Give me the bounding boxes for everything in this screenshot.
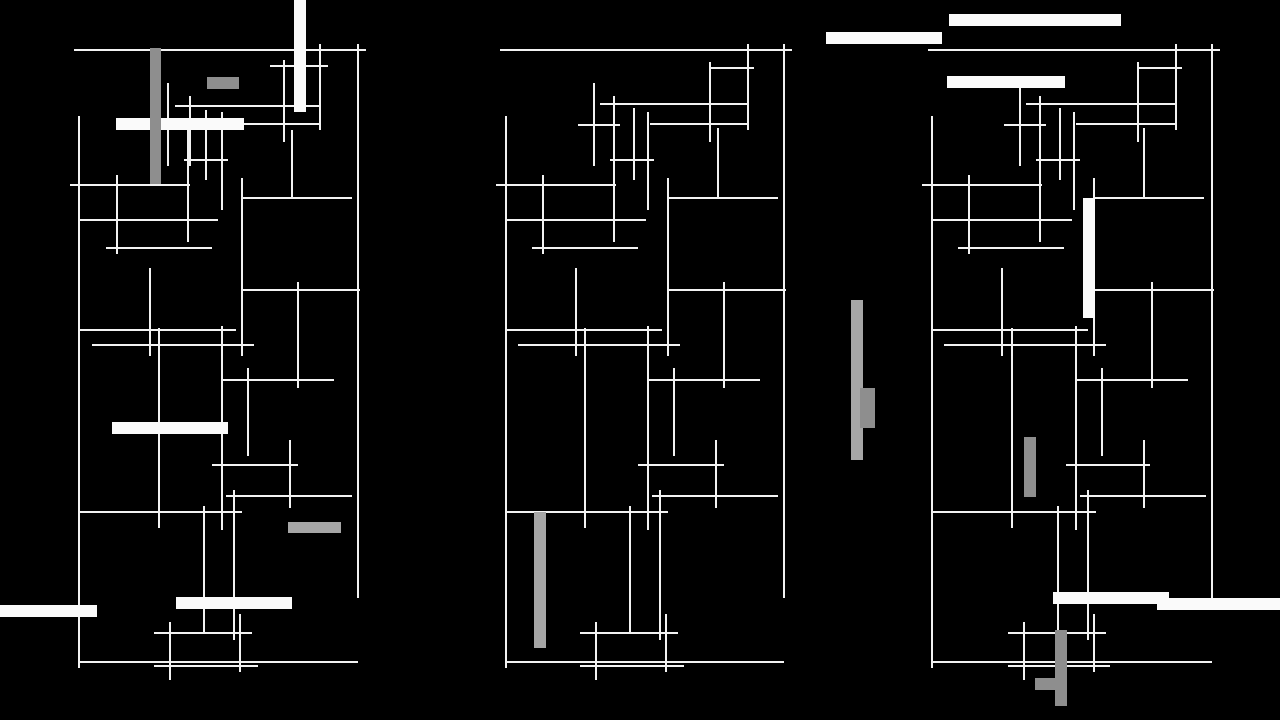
white-bar bbox=[1053, 592, 1169, 604]
gray-bar bbox=[534, 512, 546, 648]
floating-bars bbox=[826, 14, 1121, 460]
right-panel bbox=[922, 44, 1280, 706]
gray-bar bbox=[860, 388, 875, 428]
white-bar bbox=[947, 76, 1065, 88]
white-bar bbox=[826, 32, 942, 44]
gray-bar bbox=[288, 522, 341, 533]
white-bar bbox=[294, 0, 306, 112]
left-panel bbox=[0, 0, 366, 680]
gray-bar bbox=[1024, 437, 1036, 497]
white-bar bbox=[112, 422, 228, 434]
gray-bar bbox=[1035, 678, 1063, 690]
white-bar bbox=[176, 597, 292, 609]
gray-bar bbox=[150, 48, 161, 184]
white-bar bbox=[116, 118, 244, 130]
middle-panel bbox=[496, 44, 792, 680]
gray-bar bbox=[851, 300, 863, 460]
white-bar bbox=[949, 14, 1121, 26]
gray-bar bbox=[1055, 630, 1067, 706]
white-bar bbox=[1083, 198, 1095, 318]
gray-bar bbox=[207, 77, 239, 89]
white-bar bbox=[0, 605, 97, 617]
white-bar bbox=[1157, 598, 1280, 610]
